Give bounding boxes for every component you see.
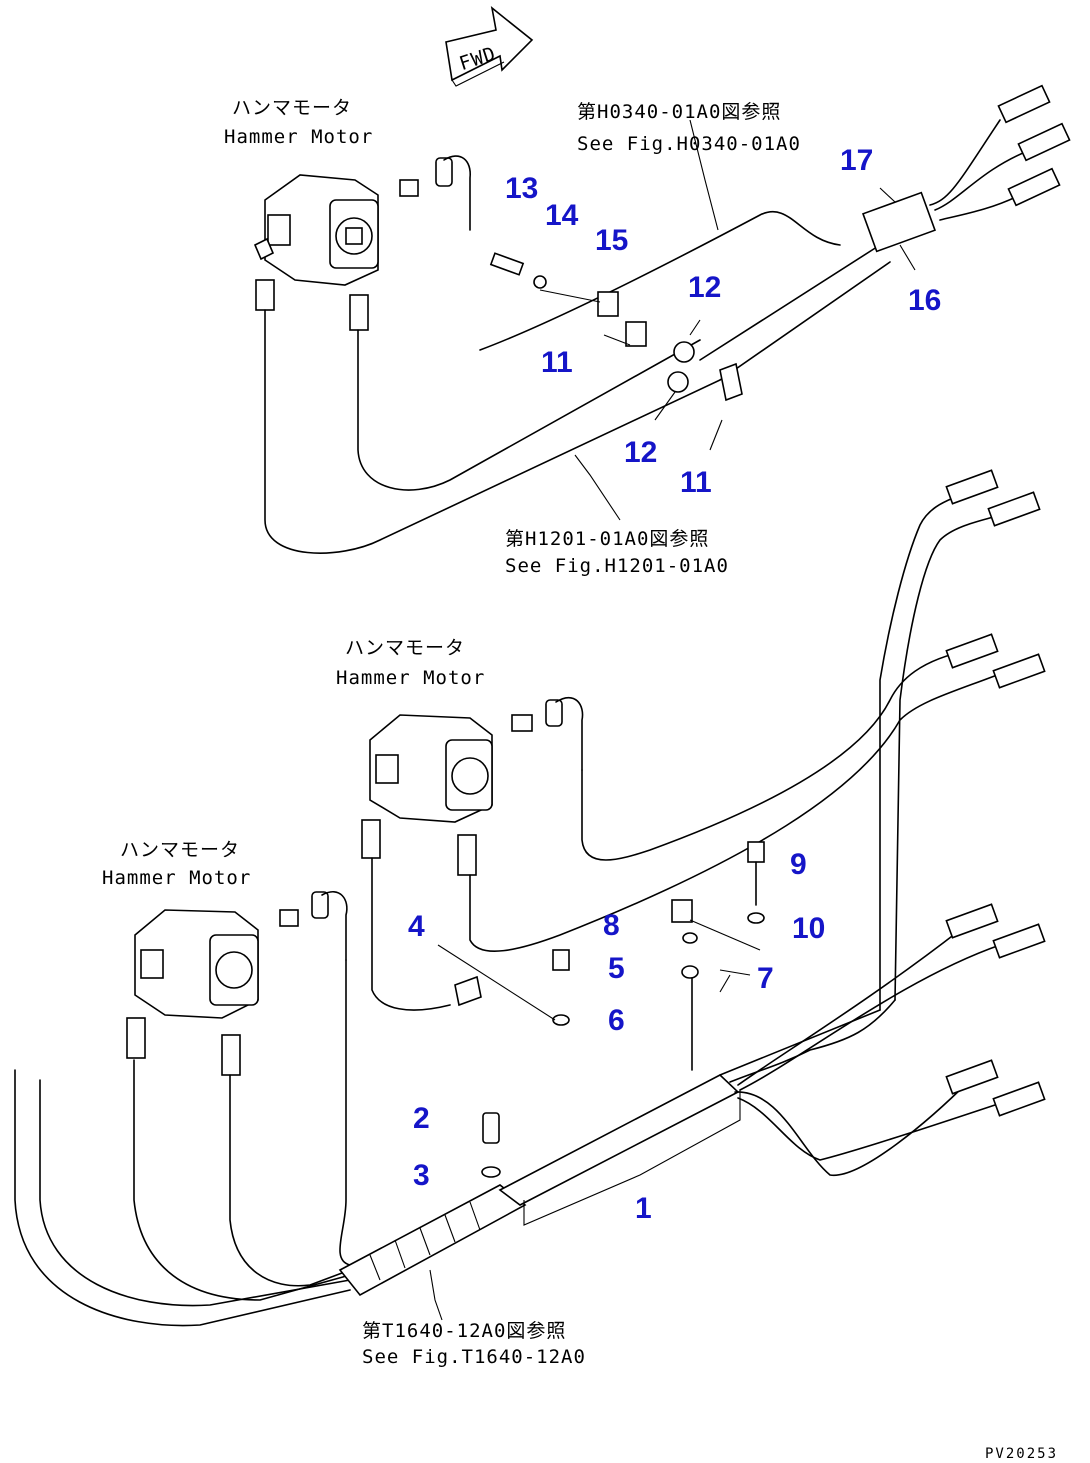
lower-hammer-motor (126, 891, 348, 1076)
drawing-code: PV20253 (985, 1446, 1058, 1462)
lower-hoses-bundle (14, 903, 1046, 1327)
callout-15: 15 (595, 224, 628, 257)
fwd-arrow-sign: FWD (445, 6, 534, 87)
callout-7: 7 (757, 962, 774, 995)
callout-1: 1 (635, 1192, 652, 1225)
callout-12b: 12 (624, 436, 657, 469)
middle-hammer-motor (361, 696, 584, 876)
ref-top-jp: 第H0340-01A0図参照 (577, 101, 781, 123)
callouts: 1 2 3 4 5 6 7 8 9 10 11 12 13 14 15 16 1… (408, 144, 941, 1225)
ref-bottom-jp: 第T1640-12A0図参照 (362, 1320, 566, 1342)
middle-hoses (371, 469, 1046, 1071)
upper-hammer-motor (253, 155, 471, 331)
lower-motor-jp: ハンマモータ (120, 839, 240, 861)
callout-17: 17 (840, 144, 873, 177)
upper-motor-en: Hammer Motor (224, 126, 373, 148)
middle-motor-en: Hammer Motor (336, 667, 485, 689)
ref-bottom-en: See Fig.T1640-12A0 (362, 1346, 586, 1368)
callout-9: 9 (790, 848, 807, 881)
ref-top-en: See Fig.H0340-01A0 (577, 133, 801, 155)
callout-3: 3 (413, 1159, 430, 1192)
upper-motor-jp: ハンマモータ (232, 97, 352, 119)
middle-motor-jp: ハンマモータ (345, 637, 465, 659)
callout-13: 13 (505, 172, 538, 205)
callout-2: 2 (413, 1102, 430, 1135)
leader-lines (437, 187, 916, 1226)
callout-8: 8 (603, 909, 620, 942)
callout-5: 5 (608, 952, 625, 985)
callout-4: 4 (408, 910, 425, 943)
callout-11b: 11 (680, 466, 712, 499)
callout-10: 10 (792, 912, 825, 945)
callout-12a: 12 (688, 271, 721, 304)
lower-motor-en: Hammer Motor (102, 867, 251, 889)
ref-mid-en: See Fig.H1201-01A0 (505, 555, 729, 577)
callout-6: 6 (608, 1004, 625, 1037)
callout-11a: 11 (541, 346, 573, 379)
callout-16: 16 (908, 284, 941, 317)
upper-hoses (264, 84, 1071, 554)
callout-14: 14 (545, 199, 579, 232)
ref-mid-jp: 第H1201-01A0図参照 (505, 528, 709, 550)
